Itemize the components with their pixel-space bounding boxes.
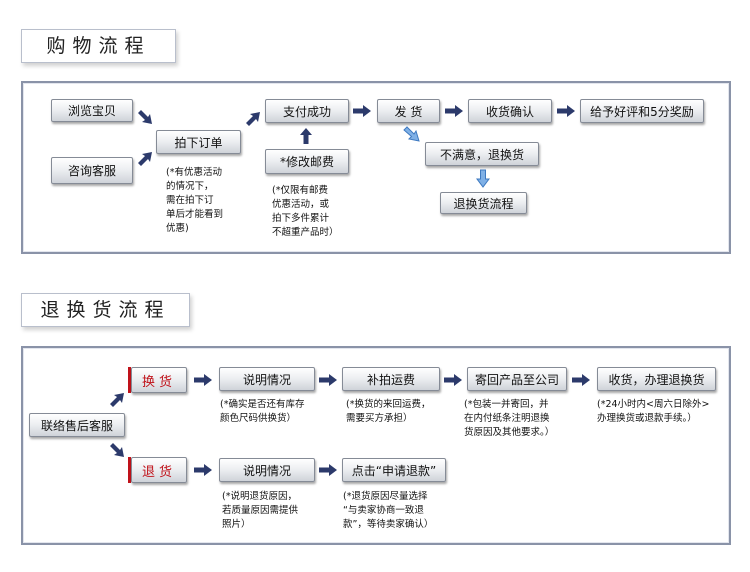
arrow-explain-to-apply-refund-icon [319, 464, 337, 476]
refund-reason-note: (*说明退货原因， 若质量原因需提供 照片） [222, 491, 299, 530]
arrow-unsatisfied-to-return-icon [476, 169, 490, 188]
arrow-refund-to-explain-icon [194, 464, 212, 476]
return-process-step: 退换货流程 [440, 192, 527, 214]
browse-item-step: 浏览宝贝 [51, 99, 133, 122]
exchange-branch-label: 换货 [131, 367, 187, 393]
arrow-postage-to-payment-icon [300, 128, 312, 144]
packaging-note: (*包装一并寄回，并 在内付纸条注明退换 货原因及其他要求。） [464, 399, 555, 438]
postage-discount-note: (*仅限有邮费 优惠活动，或 拍下多件累计 不超重产品时） [272, 185, 339, 238]
arrow-payment-to-ship-icon [353, 105, 371, 117]
processing-time-note: (*24小时内<周六日除外> 办理换货或退款手续。） [597, 399, 710, 424]
arrow-explain-to-shipping-icon [319, 374, 337, 386]
arrow-order-to-payment-icon [246, 112, 260, 126]
arrow-shipping-to-sendback-icon [444, 374, 462, 386]
review-reward-step: 给予好评和5分奖励 [580, 99, 704, 123]
explain-situation-exchange-step: 说明情况 [219, 367, 315, 391]
pay-shipping-step: 补拍运费 [342, 367, 440, 391]
shipping-cost-note: (*换货的来回运费， 需要买方承担） [346, 399, 431, 424]
unsatisfied-return-step: 不满意，退换货 [425, 142, 539, 166]
place-order-step: 拍下订单 [156, 130, 241, 154]
contact-after-sales-step: 联络售后客服 [29, 413, 125, 437]
send-back-product-step: 寄回产品至公司 [467, 367, 567, 391]
arrow-contact-to-refund-icon [110, 443, 124, 457]
arrow-ship-to-unsatisfied-icon [403, 126, 420, 142]
arrow-consult-to-order-icon [138, 152, 152, 166]
apply-refund-step: 点击“申请退款” [342, 458, 446, 482]
payment-success-step: 支付成功 [265, 99, 349, 123]
arrow-contact-to-exchange-icon [110, 393, 124, 407]
confirm-receipt-step: 收货确认 [468, 99, 552, 123]
explain-situation-refund-step: 说明情况 [219, 458, 315, 482]
arrow-receipt-to-review-icon [557, 105, 575, 117]
refund-option-note: (*退货原因尽量选择 “与卖家协商一致退 款”，等待卖家确认） [343, 491, 434, 530]
arrow-ship-to-receipt-icon [445, 105, 463, 117]
return-flow-title: 退换货流程 [21, 293, 190, 327]
order-discount-note: (*有优惠活动 的情况下， 需在拍下订 单后才能看到 优惠) [166, 167, 224, 234]
arrow-browse-to-order-icon [138, 110, 152, 124]
purchase-flow-title: 购物流程 [21, 29, 176, 63]
ship-step: 发 货 [377, 99, 440, 123]
consult-service-step: 咨询客服 [51, 157, 133, 184]
refund-branch-label: 退货 [131, 457, 187, 483]
modify-postage-step: *修改邮费 [265, 149, 349, 174]
refund-side-bar [128, 457, 131, 483]
arrow-sendback-to-receive-icon [572, 374, 590, 386]
stock-check-note: (*确实是否还有库存 颜色尺码供换货） [220, 399, 305, 424]
exchange-side-bar [128, 367, 131, 393]
arrow-exchange-to-explain-icon [194, 374, 212, 386]
receive-process-step: 收货，办理退换货 [597, 367, 716, 391]
